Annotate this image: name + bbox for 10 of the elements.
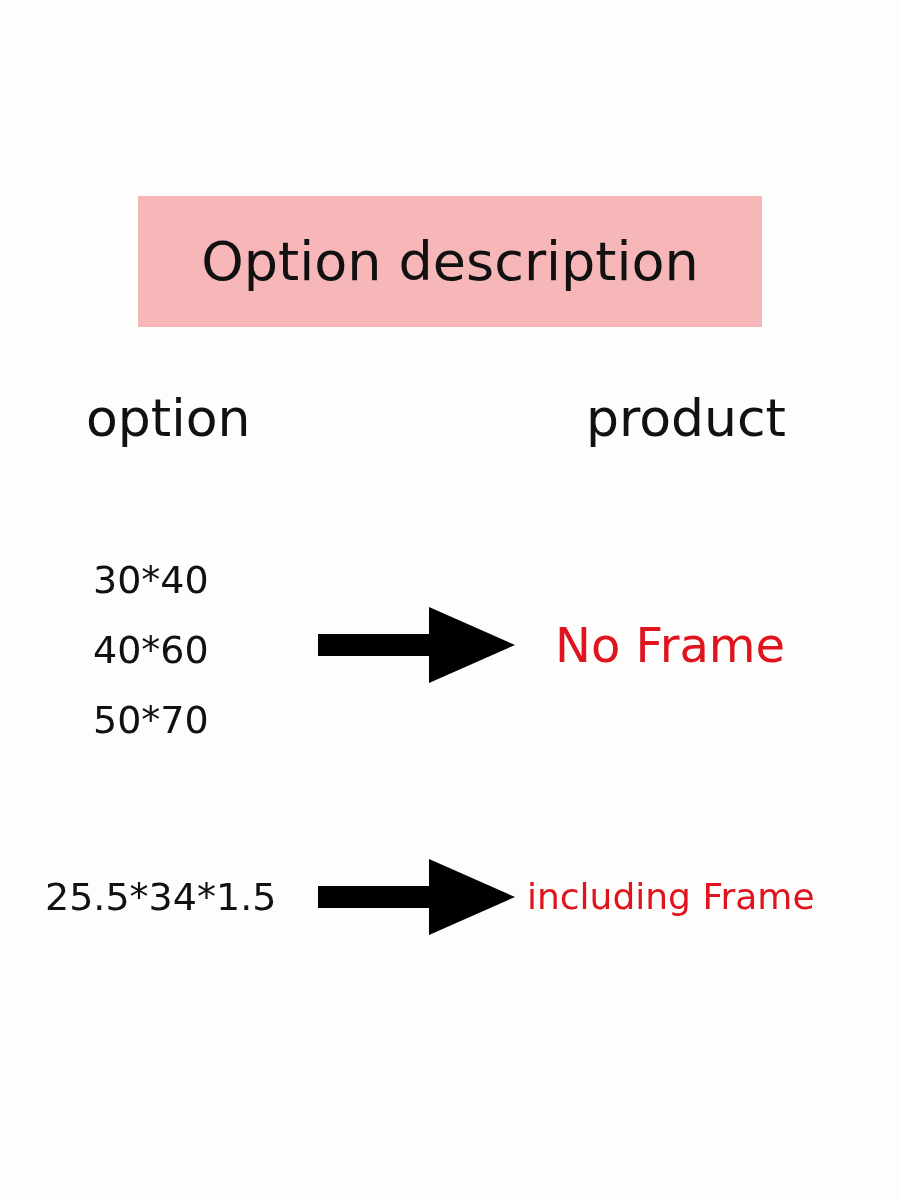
column-heading: option xyxy=(86,388,251,448)
option-text: 40*60 xyxy=(93,627,210,674)
column-heading: product xyxy=(586,388,786,448)
option-text: No Frame xyxy=(555,616,787,675)
option-text: including Frame xyxy=(527,875,816,919)
option-text: 50*70 xyxy=(93,697,210,744)
arrow xyxy=(318,859,515,935)
title-banner: Option description xyxy=(138,196,762,327)
option-text: 25.5*34*1.5 xyxy=(45,874,278,921)
option-text: 30*40 xyxy=(93,557,210,604)
